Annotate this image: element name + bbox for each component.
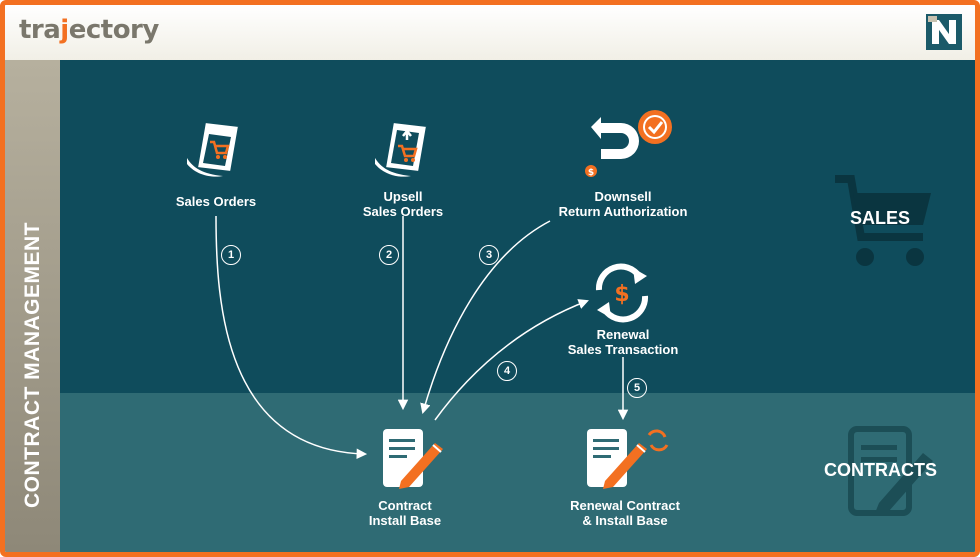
step-1-badge: 1 bbox=[221, 245, 241, 265]
sales-orders-label: Sales Orders bbox=[175, 194, 257, 209]
sales-band-label: SALES bbox=[850, 208, 911, 228]
svg-text:$: $ bbox=[588, 168, 594, 178]
header-bar: trajectory bbox=[5, 5, 975, 60]
arrow-1 bbox=[215, 215, 368, 459]
contract-document-icon bbox=[383, 429, 443, 489]
shopping-cart-icon bbox=[835, 175, 931, 266]
contracts-band-label: CONTRACTS bbox=[824, 460, 937, 480]
contract-watermark-icon bbox=[848, 426, 933, 516]
sales-order-icon bbox=[187, 120, 241, 177]
arrow-4 bbox=[434, 299, 589, 421]
flow-arrows bbox=[215, 215, 629, 459]
contracts-band bbox=[60, 393, 975, 552]
trajectory-logo: trajectory bbox=[19, 15, 159, 45]
renewal-contract-label: Renewal Contract& Install Base bbox=[570, 498, 680, 528]
netsuite-logo-icon bbox=[926, 14, 962, 50]
renewal-cycle-icon: $ bbox=[595, 263, 649, 323]
step-4-badge: 4 bbox=[497, 361, 517, 381]
arrow-3 bbox=[420, 220, 551, 415]
step-2-badge: 2 bbox=[379, 245, 399, 265]
upsell-order-icon bbox=[375, 120, 429, 177]
renewal-contract-icon bbox=[587, 429, 669, 489]
sidebar: CONTRACT MANAGEMENT bbox=[5, 60, 60, 552]
return-authorization-icon: $ bbox=[585, 110, 672, 178]
step-3-badge: 3 bbox=[479, 245, 499, 265]
step-5-badge: 5 bbox=[627, 378, 647, 398]
svg-text:$: $ bbox=[614, 282, 629, 307]
